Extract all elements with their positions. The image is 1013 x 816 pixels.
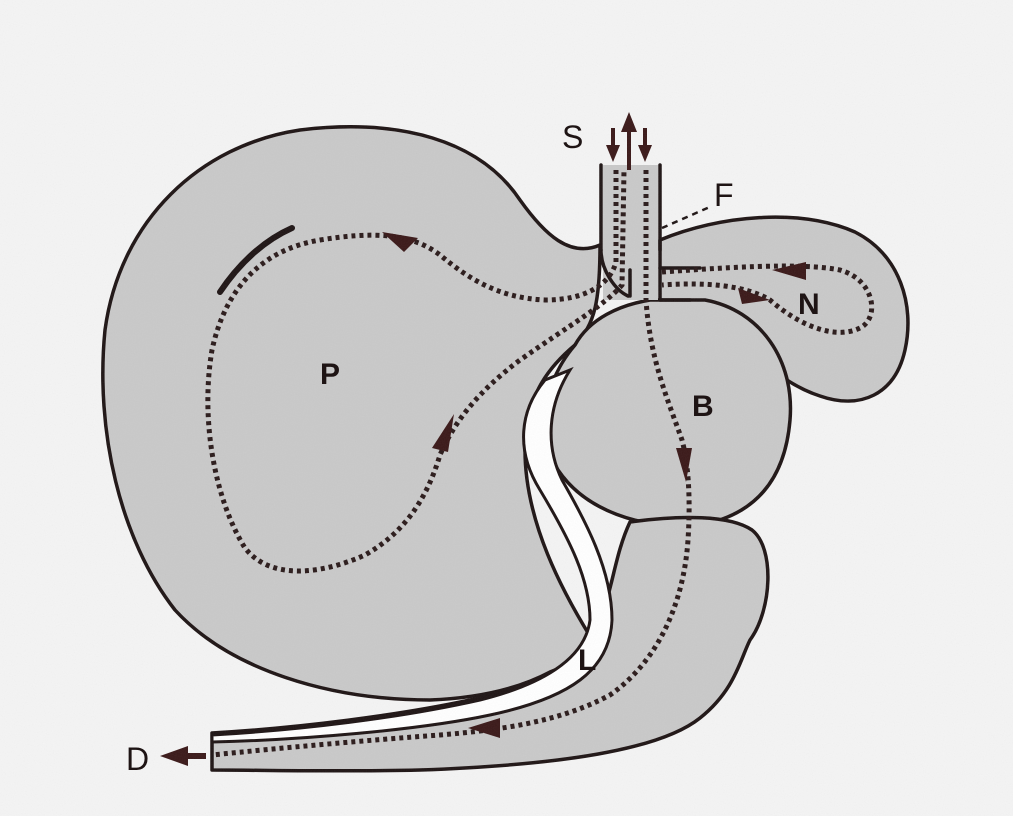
label-p: P bbox=[320, 358, 340, 391]
label-s: S bbox=[562, 119, 583, 155]
label-f: F bbox=[714, 177, 734, 213]
label-b: B bbox=[692, 390, 714, 423]
label-d: D bbox=[126, 741, 149, 777]
label-l: L bbox=[578, 644, 596, 677]
label-n: N bbox=[798, 288, 820, 321]
